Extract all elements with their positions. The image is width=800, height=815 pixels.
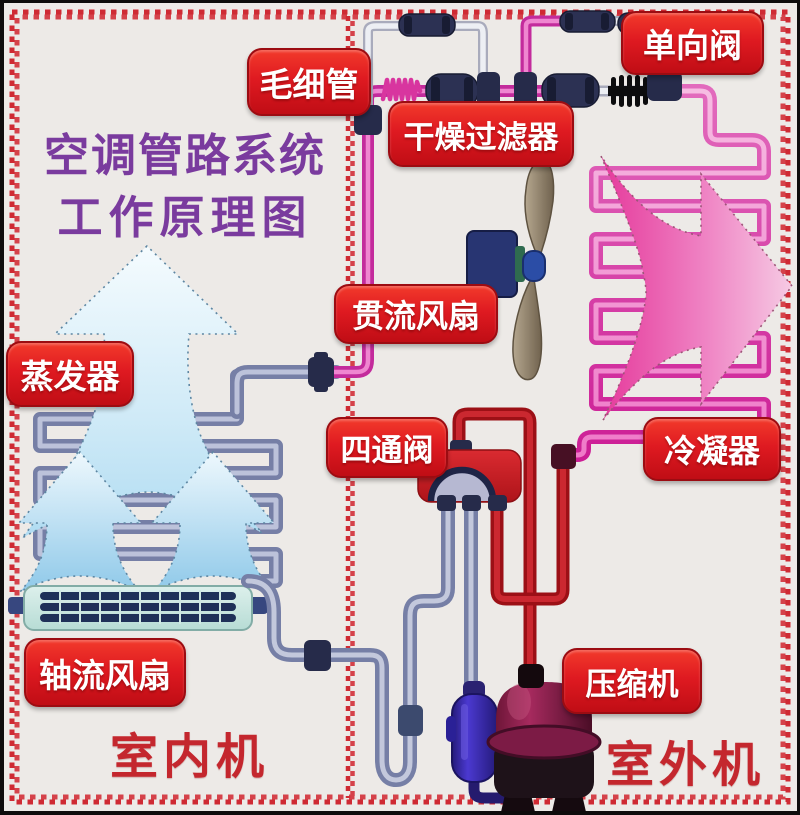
label-cross-flow-fan: 贯流风扇 (334, 284, 498, 344)
valve-ports (437, 495, 507, 511)
right-loop-pink (520, 15, 572, 94)
left-loop-white (363, 21, 488, 115)
filter-body-2 (541, 73, 600, 108)
top-components (354, 10, 682, 135)
airflow-up-arrows (17, 244, 275, 593)
liquid-line-riser (316, 85, 392, 378)
elbow-fitting (647, 71, 682, 101)
indoor-outdoor-divider (345, 16, 355, 798)
accumulator (446, 681, 509, 804)
outdoor-fan (466, 160, 555, 381)
evap-outlet-fitting (308, 357, 334, 387)
diagram-title: 空调管路系统 工作原理图 (32, 127, 338, 247)
suction-line-pipe (241, 493, 478, 787)
diagram-artwork (8, 9, 794, 811)
label-one-way-valve: 单向阀 (621, 11, 764, 75)
label-compressor: 压缩机 (562, 648, 702, 714)
service-valve-right (559, 10, 616, 33)
label-capillary: 毛细管 (247, 48, 371, 116)
diagram-canvas: 空调管路系统 工作原理图 毛细管 干燥过滤器 单向阀 贯流风扇 蒸发器 四通阀 … (4, 3, 797, 811)
evaporator-outlet-pipe (230, 365, 343, 419)
fan-blade-upper (524, 160, 555, 254)
fan-hub (522, 250, 546, 282)
title-line-1: 空调管路系统 (43, 131, 326, 181)
label-evaporator: 蒸发器 (6, 341, 134, 407)
indoor-fan-unit (8, 585, 268, 631)
section-outdoor-unit: 室外机 (606, 739, 766, 792)
capillary-tube-coil (380, 77, 423, 102)
label-condenser: 冷凝器 (643, 417, 781, 481)
indoor-line-fitting (304, 640, 331, 671)
small-up-arrow (17, 450, 143, 593)
condenser-coil (559, 84, 771, 462)
fan-grille-slats (40, 590, 236, 624)
riser-line-fitting (398, 705, 423, 736)
fan-blade-lower (512, 278, 543, 381)
label-axial-fan: 轴流风扇 (24, 638, 186, 707)
section-indoor-unit: 室内机 (110, 731, 270, 784)
label-dry-filter: 干燥过滤器 (388, 101, 574, 167)
title-line-2: 工作原理图 (57, 193, 313, 243)
airflow-right-arrow (600, 155, 794, 421)
tee-fitting-1 (477, 72, 500, 109)
dashed-border (9, 9, 791, 805)
hot-gas-pipes (452, 407, 570, 681)
label-four-way-valve: 四通阀 (326, 417, 448, 478)
service-valve-left (398, 13, 456, 37)
pipe-fittings (304, 352, 576, 736)
tee-fitting-2 (514, 72, 537, 109)
condenser-exit-fitting (551, 444, 576, 469)
one-way-valve-body (608, 75, 654, 107)
